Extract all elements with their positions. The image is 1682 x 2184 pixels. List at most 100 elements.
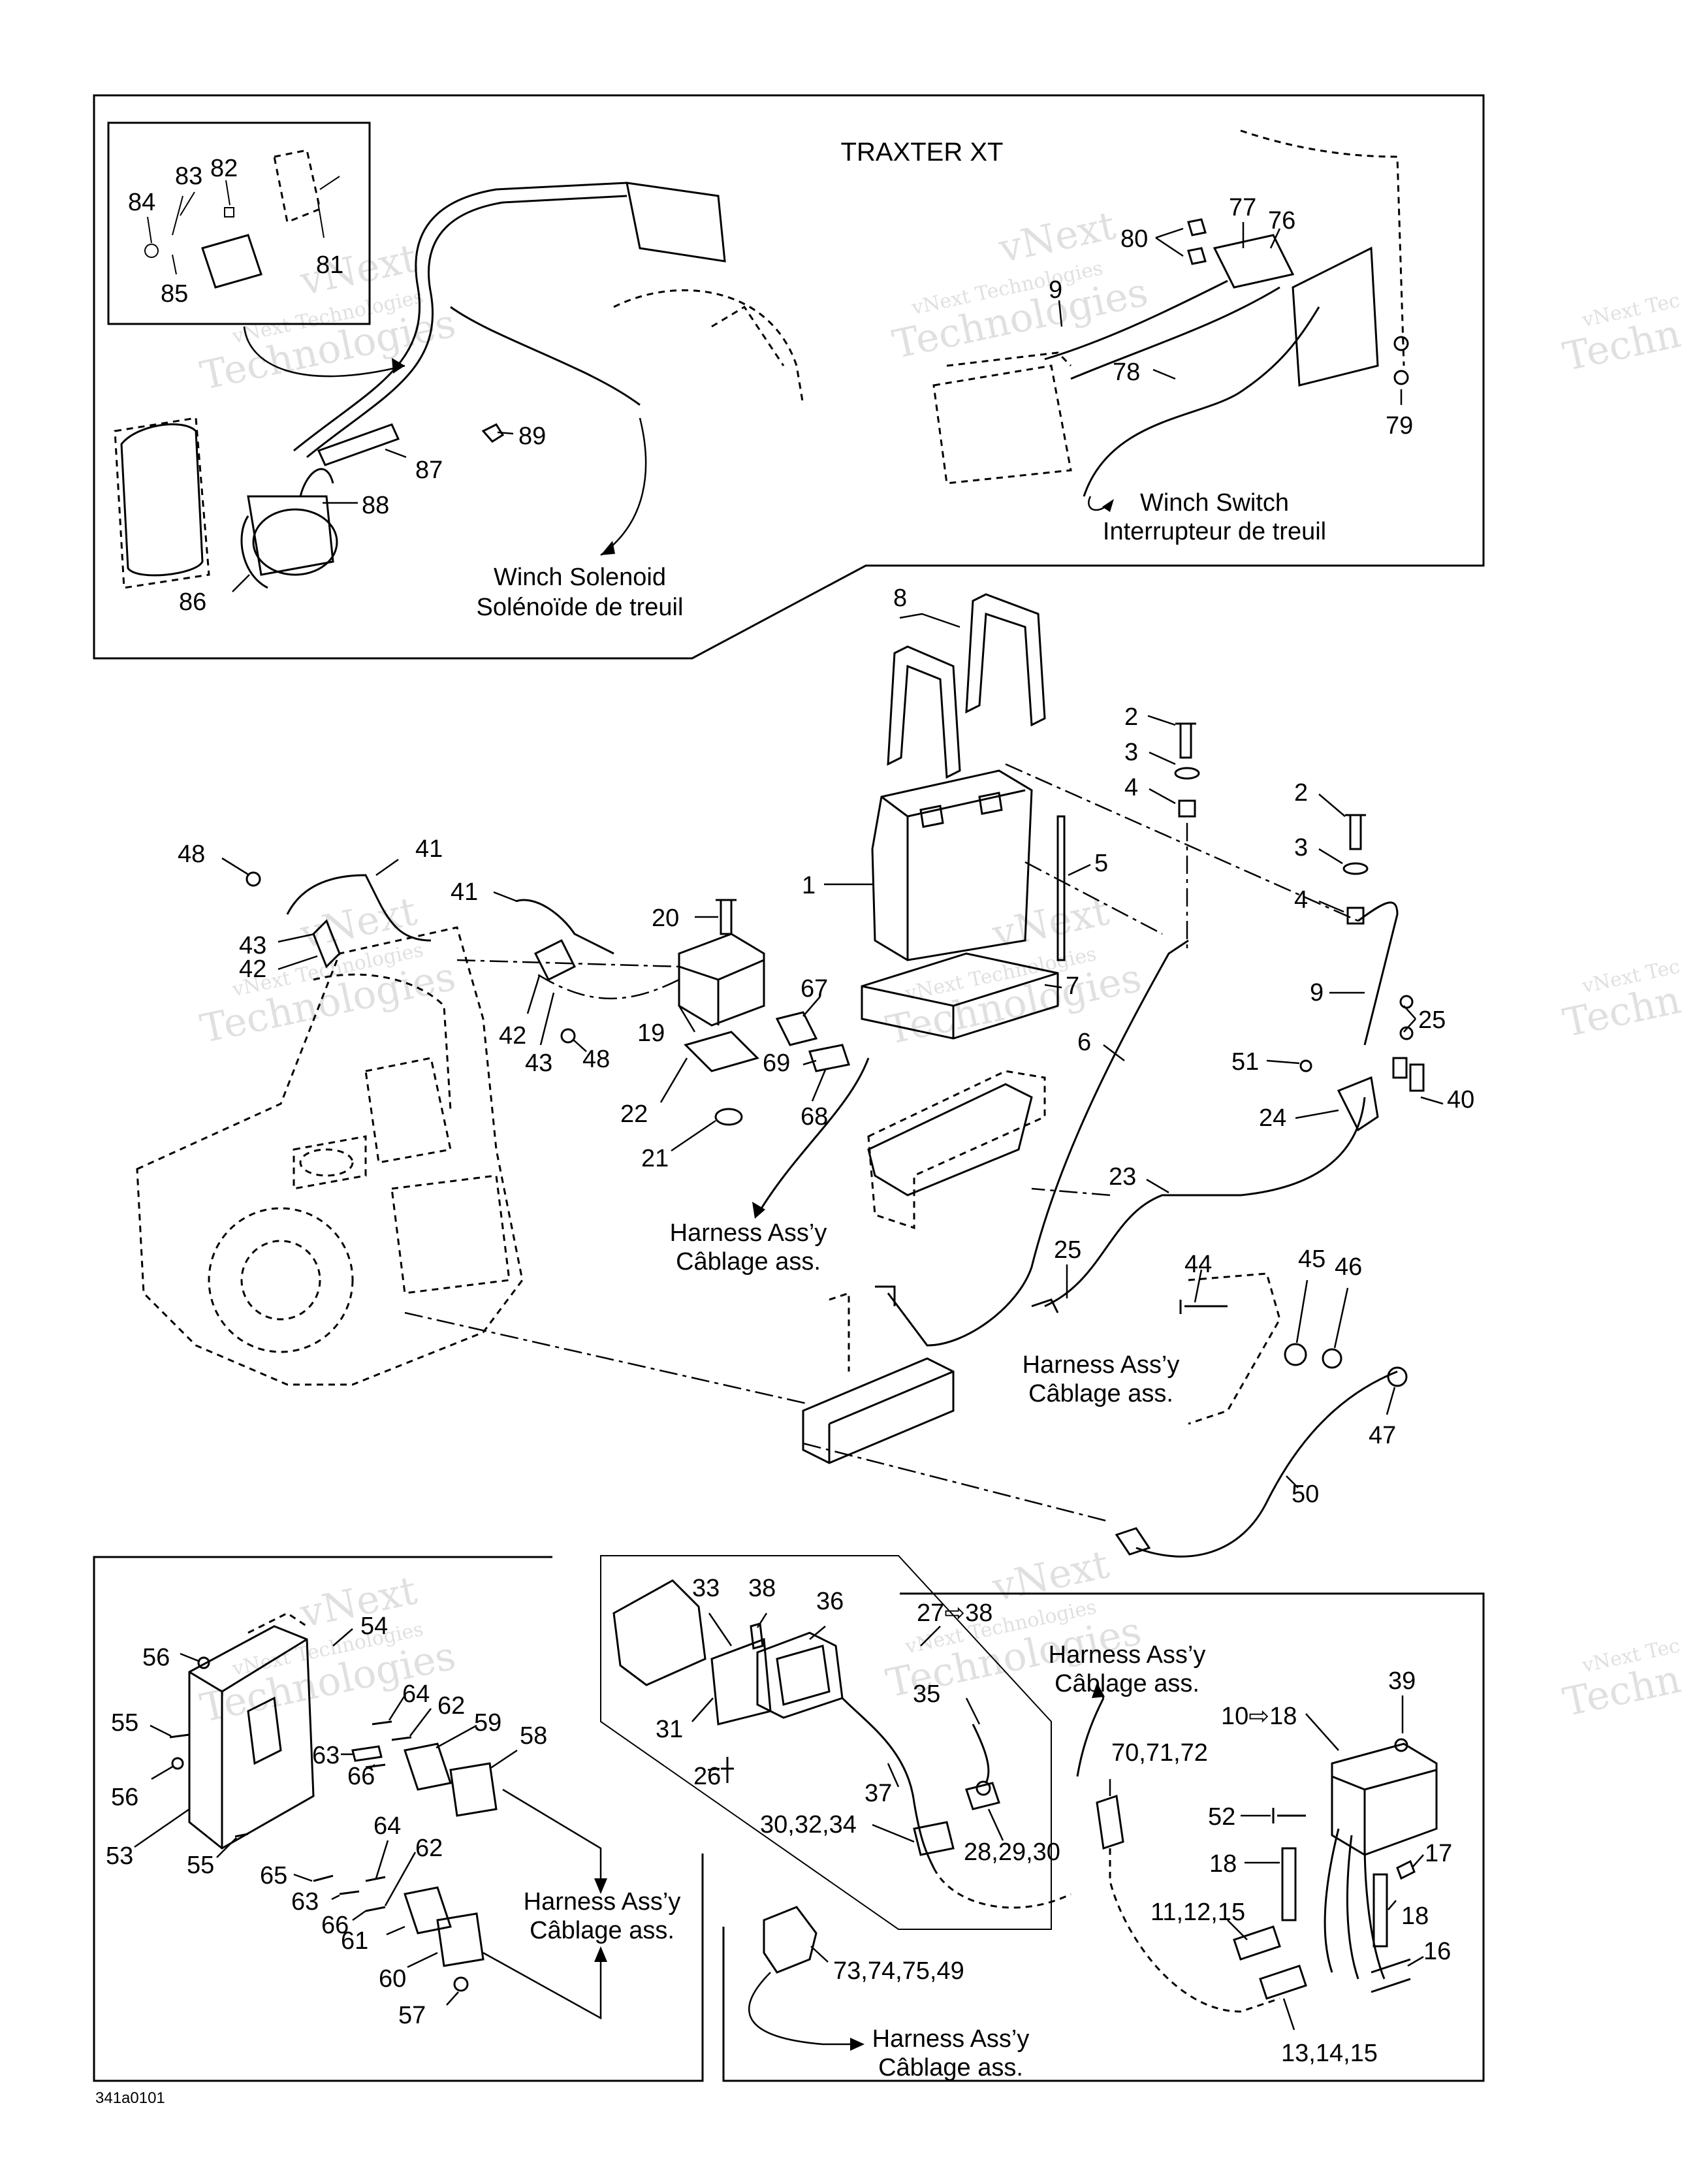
part-number-57: 57 (398, 2002, 426, 2029)
leader-4-right (1318, 900, 1344, 913)
part-number-25-lower: 25 (1054, 1236, 1081, 1264)
leader-69 (802, 1059, 817, 1066)
part-number-56a: 56 (142, 1644, 170, 1671)
part-number-33: 33 (692, 1575, 720, 1602)
winch-switch-arrowhead (1102, 499, 1114, 512)
terminals-68-69 (808, 1044, 850, 1072)
part-number-70-71-72: 70,71,72 (1111, 1739, 1208, 1767)
part-number-63b: 63 (291, 1888, 319, 1916)
part-number-80: 80 (1120, 225, 1148, 253)
part-number-11-12-15: 11,12,15 (1150, 1899, 1245, 1926)
part-number-35: 35 (913, 1680, 940, 1708)
part-number-63: 63 (312, 1742, 340, 1769)
bolt-44 (1179, 1300, 1228, 1314)
battery-support (867, 1083, 1033, 1196)
spark-plug-cap-42b (533, 939, 577, 982)
harness-upper (293, 182, 627, 452)
terminal-17 (1396, 1859, 1416, 1880)
phantom-line-coil (535, 972, 680, 999)
drop-48a (246, 871, 261, 887)
detail-inset-frame (107, 121, 371, 325)
inset-bracket (201, 234, 262, 289)
harness-arrowhead-lower (850, 2038, 865, 2051)
part-number-21: 21 (641, 1145, 669, 1172)
leader-50 (1286, 1475, 1299, 1488)
battery-tray (861, 952, 1059, 1040)
leader-78 (1152, 368, 1176, 380)
battery-support-dashed (867, 1070, 1046, 1230)
ignition-coil-edges (678, 959, 765, 1025)
part-number-19: 19 (637, 1020, 665, 1047)
ground-terminal-50 (1115, 1527, 1151, 1556)
part-number-66b: 66 (321, 1912, 349, 1939)
inset-pointer-arrow (392, 358, 405, 374)
tube-87 (317, 423, 400, 466)
leader-42a (278, 955, 318, 971)
engine-port-dashed (299, 1148, 354, 1177)
leader-16 (1407, 1955, 1424, 1967)
terminal-65 (313, 1874, 334, 1882)
leader-28-29-30 (987, 1808, 1004, 1841)
part-number-65: 65 (260, 1862, 287, 1889)
part-number-4-right: 4 (1294, 886, 1308, 914)
leader-6 (1103, 1044, 1125, 1061)
harness-label-box-fr: Câblage ass. (530, 1917, 674, 1944)
solenoid-arrowhead (601, 541, 615, 555)
leader-47 (1386, 1387, 1396, 1415)
leader-55b (216, 1837, 237, 1858)
terminal-62 (391, 1736, 412, 1741)
solenoid-bracket (114, 417, 210, 589)
harness-37 (841, 1697, 935, 1869)
part-number-43b: 43 (525, 1050, 552, 1077)
connector-40 (1392, 1057, 1425, 1092)
arrow-line-lower (483, 1951, 602, 2020)
leader-35 (965, 1697, 981, 1725)
part-number-2-right: 2 (1294, 779, 1308, 807)
part-number-40: 40 (1447, 1086, 1474, 1114)
battery-top-dashed (946, 351, 1072, 367)
part-number-3-center: 3 (1124, 739, 1138, 766)
leader-48a (221, 857, 250, 876)
part-number-4-center: 4 (1124, 774, 1138, 801)
part-number-18a: 18 (1209, 1850, 1237, 1878)
part-number-68: 68 (801, 1103, 828, 1131)
winch-cable-9 (1044, 280, 1228, 361)
rectifier-assembly (1076, 1682, 1438, 2031)
connector-31-33 (710, 1637, 772, 1726)
leader-17 (1412, 1854, 1424, 1867)
leader-2-center (1147, 715, 1176, 726)
solenoid-cylinder (252, 508, 338, 576)
engine-flywheel-hub (240, 1240, 321, 1321)
rectifier-10-18 (1331, 1742, 1438, 1856)
part-number-44: 44 (1184, 1251, 1212, 1278)
washer-3-center (1174, 767, 1200, 780)
nut-25b (1399, 1026, 1414, 1040)
grommet-39 (1394, 1738, 1408, 1752)
part-number-60: 60 (379, 1965, 406, 1993)
connector-11-12-15 (1233, 1925, 1281, 1961)
wire-35 (972, 1724, 990, 1784)
electrical-box-lid-dashed (247, 1612, 308, 1634)
part-number-47: 47 (1369, 1422, 1396, 1449)
solenoid-body (247, 495, 334, 576)
cable-23 (1044, 1097, 1366, 1308)
part-number-54: 54 (360, 1613, 388, 1640)
connector-70-71-72 (1096, 1795, 1124, 1850)
module-panel-frame (600, 1555, 1052, 1930)
solenoid-arrow-line (600, 417, 647, 556)
part-number-10-18: 10⇨18 (1221, 1703, 1297, 1730)
leader-3-center (1149, 751, 1176, 765)
harness-label-mid-fr: Câblage ass. (676, 1248, 821, 1276)
inset-clip-82 (224, 207, 234, 217)
leader-53 (134, 1808, 190, 1848)
battery-outline-dashed (932, 364, 1072, 485)
part-number-42a: 42 (239, 956, 266, 983)
leader-67 (802, 996, 821, 1017)
leader-8 (899, 613, 960, 628)
winch-solenoid-label-en: Winch Solenoid (494, 564, 666, 591)
leader-54 (332, 1628, 353, 1646)
harness-label-cdi-fr: Câblage ass. (1055, 1670, 1199, 1697)
cdi-module-assembly (612, 1579, 1071, 2051)
harness-label-mid-en: Harness Ass’y (670, 1219, 827, 1247)
phantom-line-engine-starter (404, 1311, 810, 1405)
